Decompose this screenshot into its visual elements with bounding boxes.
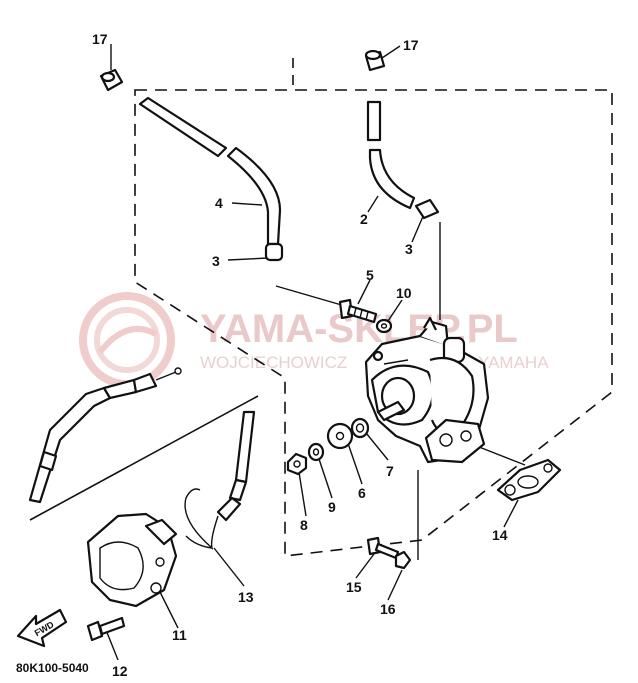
callout-labels: 17 17 4 2 3 3 5 10 7 6 9 8 14 15 16 13 1… xyxy=(92,31,508,679)
part-12-screw xyxy=(86,616,126,642)
callout-10: 10 xyxy=(396,285,412,301)
callout-13: 13 xyxy=(238,589,254,605)
callout-15: 15 xyxy=(346,579,362,595)
part-11-cover xyxy=(86,512,178,608)
callout-3-right: 3 xyxy=(405,241,413,257)
callout-9: 9 xyxy=(328,499,336,515)
section-divider xyxy=(29,395,259,521)
part-16-nut xyxy=(394,550,412,570)
part-2-hose xyxy=(366,100,416,210)
leader-lines xyxy=(105,44,526,661)
diagram-code: 80K100-5040 xyxy=(16,661,89,675)
callout-11: 11 xyxy=(172,627,187,643)
callout-12: 12 xyxy=(112,663,128,679)
callout-8: 8 xyxy=(300,517,308,533)
callout-4: 4 xyxy=(215,195,223,211)
watermark-sub: WOJCIECHOWICZ xyxy=(200,353,347,372)
callout-17-right: 17 xyxy=(403,37,419,53)
watermark-sub2: YAMAHA xyxy=(478,353,549,372)
callout-16: 16 xyxy=(380,601,396,617)
callout-6: 6 xyxy=(358,485,366,501)
assembly-boundary xyxy=(134,58,613,557)
callout-5: 5 xyxy=(366,267,374,283)
part-15-bolt xyxy=(366,536,400,560)
callout-17: 17 xyxy=(92,31,108,47)
part-5-bolt xyxy=(338,298,378,324)
part-6-washer xyxy=(326,422,354,450)
part-4-hose xyxy=(138,96,282,246)
part-10-washer xyxy=(375,318,393,334)
throttle-cable xyxy=(28,367,182,504)
part-9-washer xyxy=(307,442,325,462)
forward-arrow-icon: FWD xyxy=(16,608,68,648)
part-7-seal xyxy=(350,417,370,439)
callout-2: 2 xyxy=(360,211,368,227)
callout-3: 3 xyxy=(212,253,220,269)
part-14-gasket xyxy=(496,458,562,502)
part-13-cable xyxy=(184,410,256,550)
part-8-nut xyxy=(286,452,308,476)
part-17-cap-right xyxy=(364,49,386,72)
main-pump-body xyxy=(364,316,490,464)
part-3-clamp xyxy=(264,242,284,262)
callout-14: 14 xyxy=(492,527,508,543)
part-17-cap xyxy=(99,68,124,92)
callout-7: 7 xyxy=(386,463,394,479)
part-3-clamp-right xyxy=(414,198,440,220)
